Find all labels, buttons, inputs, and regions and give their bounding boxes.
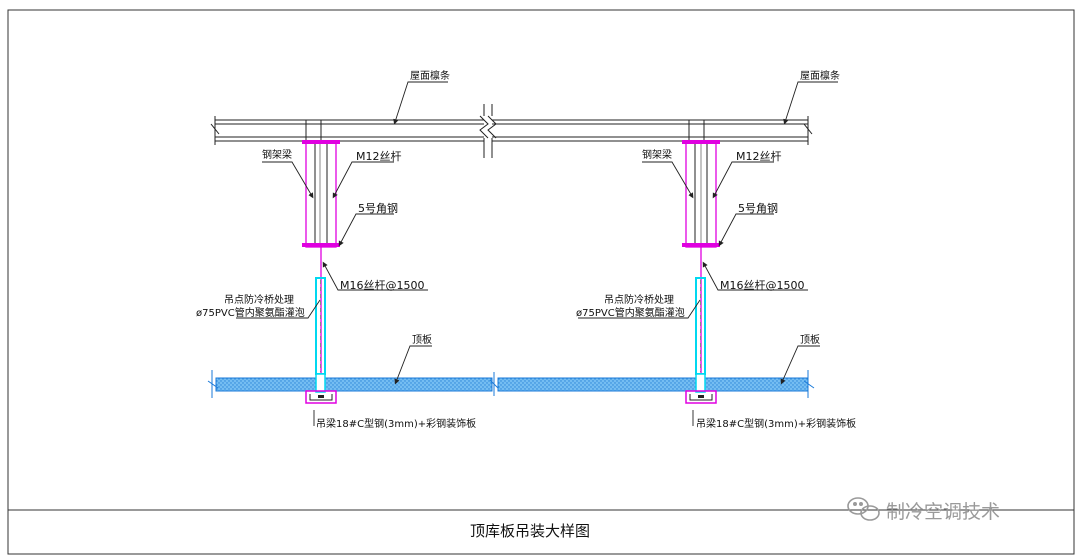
label-steel-beam-right: 钢架梁 [642,148,672,161]
label-m16-rod-left: M16丝杆@1500 [340,278,424,292]
label-hanger-beam-right: 吊梁18#C型钢(3mm)+彩钢装饰板 [696,417,856,430]
label-m16-rod-right: M16丝杆@1500 [720,278,804,292]
right-hanger-beam [685,390,717,404]
right-top-angle [682,140,720,144]
label-steel-beam-left: 钢架梁 [262,148,292,161]
label-m12-rod-left: M12丝杆 [356,149,402,163]
label-top-panel-left: 顶板 [412,333,432,346]
label-purlin-right: 屋面檩条 [800,69,840,82]
top-panel [207,370,815,398]
drawing-title: 顶库板吊装大样图 [470,522,590,540]
right-support [682,120,720,380]
label-purlin-left: 屋面檩条 [410,69,450,82]
left-top-angle [302,140,340,144]
label-m12-rod-right: M12丝杆 [736,149,782,163]
roof-purlin [210,104,813,158]
watermark-text: 制冷空调技术 [886,501,1000,523]
left-support [302,120,340,380]
drawing-frame [7,9,1075,555]
left-hanger-beam [305,390,337,404]
label-anti-cold-bridge-left: 吊点防冷桥处理 [224,293,294,306]
label-top-panel-right: 顶板 [800,333,820,346]
left-steel-beam-frame [305,141,337,248]
label-hanger-beam-left: 吊梁18#C型钢(3mm)+彩钢装饰板 [316,417,476,430]
label-angle-steel-left: 5号角钢 [358,202,398,215]
watermark: 制冷空调技术 [847,497,1000,523]
label-pvc-pipe-left: ø75PVC管内聚氨酯灌泡 [196,306,305,319]
wechat-icon [847,497,880,521]
label-angle-steel-right: 5号角钢 [738,202,778,215]
label-pvc-pipe-right: ø75PVC管内聚氨酯灌泡 [576,306,685,319]
right-bottom-angle [682,243,720,247]
label-anti-cold-bridge-right: 吊点防冷桥处理 [604,293,674,306]
left-bottom-angle [302,243,340,247]
leader-lines [236,81,838,426]
